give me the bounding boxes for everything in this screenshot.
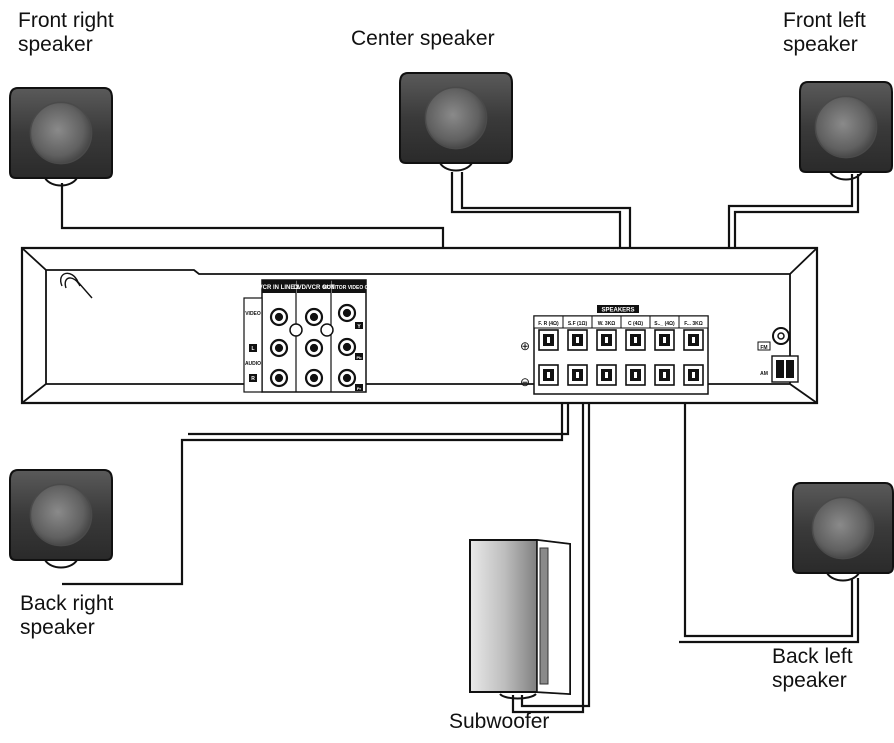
av-receiver: VCR IN LINE 1 DVD/VCR OUT MONITOR VIDEO … — [20, 246, 819, 405]
speaker-cone-icon — [29, 101, 93, 165]
polarity-minus-icon: ⊖ — [520, 375, 530, 389]
am-label: AM — [760, 371, 768, 377]
subwoofer-label: Subwoofer — [449, 710, 550, 733]
front-left-speaker — [799, 81, 893, 181]
back-left-speaker — [792, 482, 894, 582]
center-speaker — [399, 72, 513, 172]
pb-label: Pb — [356, 355, 362, 360]
speaker-terminal-label: C (4Ω) — [628, 321, 643, 327]
speaker-terminal-label: F... 3KΩ — [684, 321, 702, 327]
wire-back-right — [62, 378, 564, 586]
speaker-terminal-label: S.F (1Ω) — [568, 321, 588, 327]
center-speaker-label: Center speaker — [351, 27, 495, 50]
audio-r-label: R — [251, 376, 255, 382]
speakers-title: SPEAKERS — [601, 308, 634, 314]
wire-subwoofer-2 — [520, 380, 591, 708]
speaker-terminal-label: F. R (4Ω) — [538, 321, 559, 327]
polarity-plus-icon: ⊕ — [520, 339, 530, 353]
power-cord-icon — [60, 272, 93, 299]
speaker-terminal-label: S.._ (4Ω) — [654, 321, 675, 327]
speaker-cone-icon — [811, 496, 875, 560]
y-label: Y — [357, 324, 361, 330]
subwoofer-cabinet — [469, 539, 571, 700]
speaker-terminal-panel: SPEAKERS F. R (4Ω) S.F (1Ω) W. 3KΩ C (4Ω) S.… — [520, 305, 709, 395]
speaker-cone-icon — [424, 86, 488, 150]
speaker-cone-icon — [29, 483, 93, 547]
speaker-terminal-label: W. 3KΩ — [598, 321, 616, 327]
audio-l-label: L — [251, 346, 254, 352]
back-right-speaker — [9, 469, 113, 569]
audio-label: AUDIO — [245, 361, 261, 367]
speaker-cone-icon — [814, 95, 878, 159]
wire-back-left-2 — [679, 578, 860, 644]
video-label: VIDEO — [245, 311, 261, 317]
video-jack-panel: VCR IN LINE 1 DVD/VCR OUT MONITOR VIDEO … — [243, 279, 375, 393]
fm-label: FM — [760, 345, 767, 351]
front-right-speaker — [9, 87, 113, 187]
dvd-vcr-out-label: DVD/VCR OUT — [293, 285, 335, 291]
antenna-panel: FM AM — [757, 327, 799, 383]
monitor-out-label: MONITOR VIDEO OUT — [323, 285, 375, 291]
pr-label: Pr — [357, 386, 362, 391]
vcr-in-label: VCR IN LINE 1 — [259, 285, 300, 291]
